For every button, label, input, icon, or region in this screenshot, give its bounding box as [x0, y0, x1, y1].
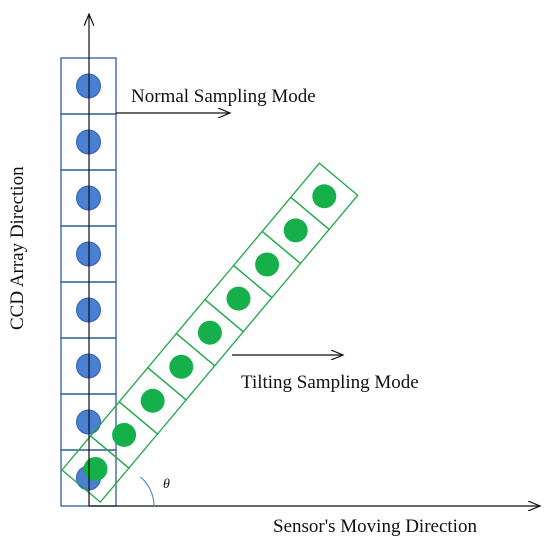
- tilted-sample-dot: [83, 457, 108, 481]
- tilting-sampling-array: [61, 162, 359, 504]
- tilted-sample-dot: [169, 354, 194, 379]
- tilted-sample-dot: [140, 388, 165, 413]
- angle-label: θ: [163, 477, 170, 492]
- tilted-array-cell: [289, 162, 359, 231]
- tilting-mode-label: Tilting Sampling Mode: [241, 372, 419, 393]
- y-axis-label: CCD Array Direction: [7, 166, 28, 330]
- tilted-sample-dot: [197, 320, 222, 345]
- tilted-sample-dot: [312, 184, 337, 209]
- x-axis-label: Sensor's Moving Direction: [273, 516, 477, 537]
- tilted-sample-dot: [255, 252, 280, 277]
- tilted-sample-dot: [226, 286, 251, 311]
- tilted-sample-dot: [112, 422, 137, 447]
- angle-arc: [140, 476, 155, 507]
- normal-mode-label: Normal Sampling Mode: [131, 86, 316, 107]
- tilted-sample-dot: [283, 218, 308, 243]
